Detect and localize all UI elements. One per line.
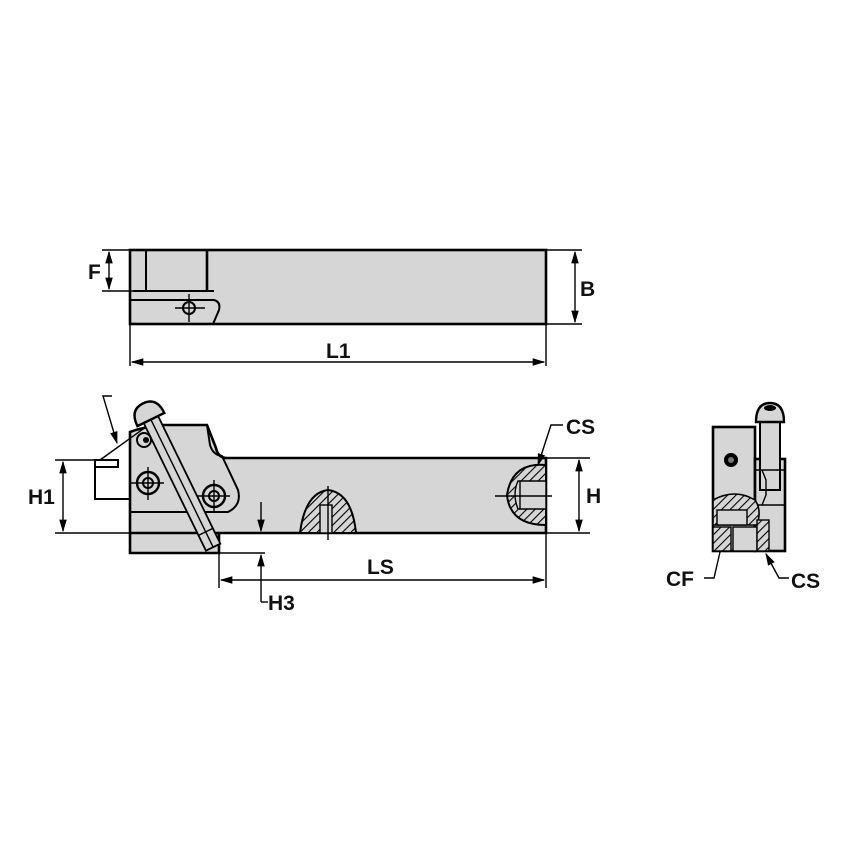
cs-hatch-end [756,519,770,552]
label-ls: LS [367,556,394,579]
side-view: CS H H1 H3 LS [28,395,601,615]
cf-leader [704,551,721,579]
insert-tip [94,459,130,500]
label-cs-side: CS [566,416,595,439]
label-f: F [88,261,101,284]
end-pin-icon [724,453,738,467]
top-leader [102,395,118,445]
label-cf: CF [666,568,694,591]
mounting-hole-section [298,486,358,540]
top-view-body [128,248,548,326]
label-b: B [580,278,595,301]
leader-insert [99,423,151,461]
pivot-pin-icon [136,432,152,448]
label-cs-end: CS [791,570,820,593]
label-h: H [586,485,601,508]
cs-hole-section [495,463,552,527]
cf-hatch-lower [712,526,732,552]
label-l1: L1 [326,340,351,363]
screw-hole-icon [175,294,205,322]
clamp-plate [130,424,240,513]
label-h1: H1 [28,486,55,509]
clamp-profile [130,299,221,325]
cs-end-leader [765,552,789,579]
cs-leader [537,424,563,467]
top-view: F B L1 [88,248,595,366]
label-h3: H3 [268,592,295,615]
end-view: CF CS [666,401,820,593]
screw-hole-left-icon [131,467,164,500]
clamp-screw [133,400,222,552]
screw-hole-right-icon [197,480,230,513]
end-screw-head-icon [754,401,786,424]
